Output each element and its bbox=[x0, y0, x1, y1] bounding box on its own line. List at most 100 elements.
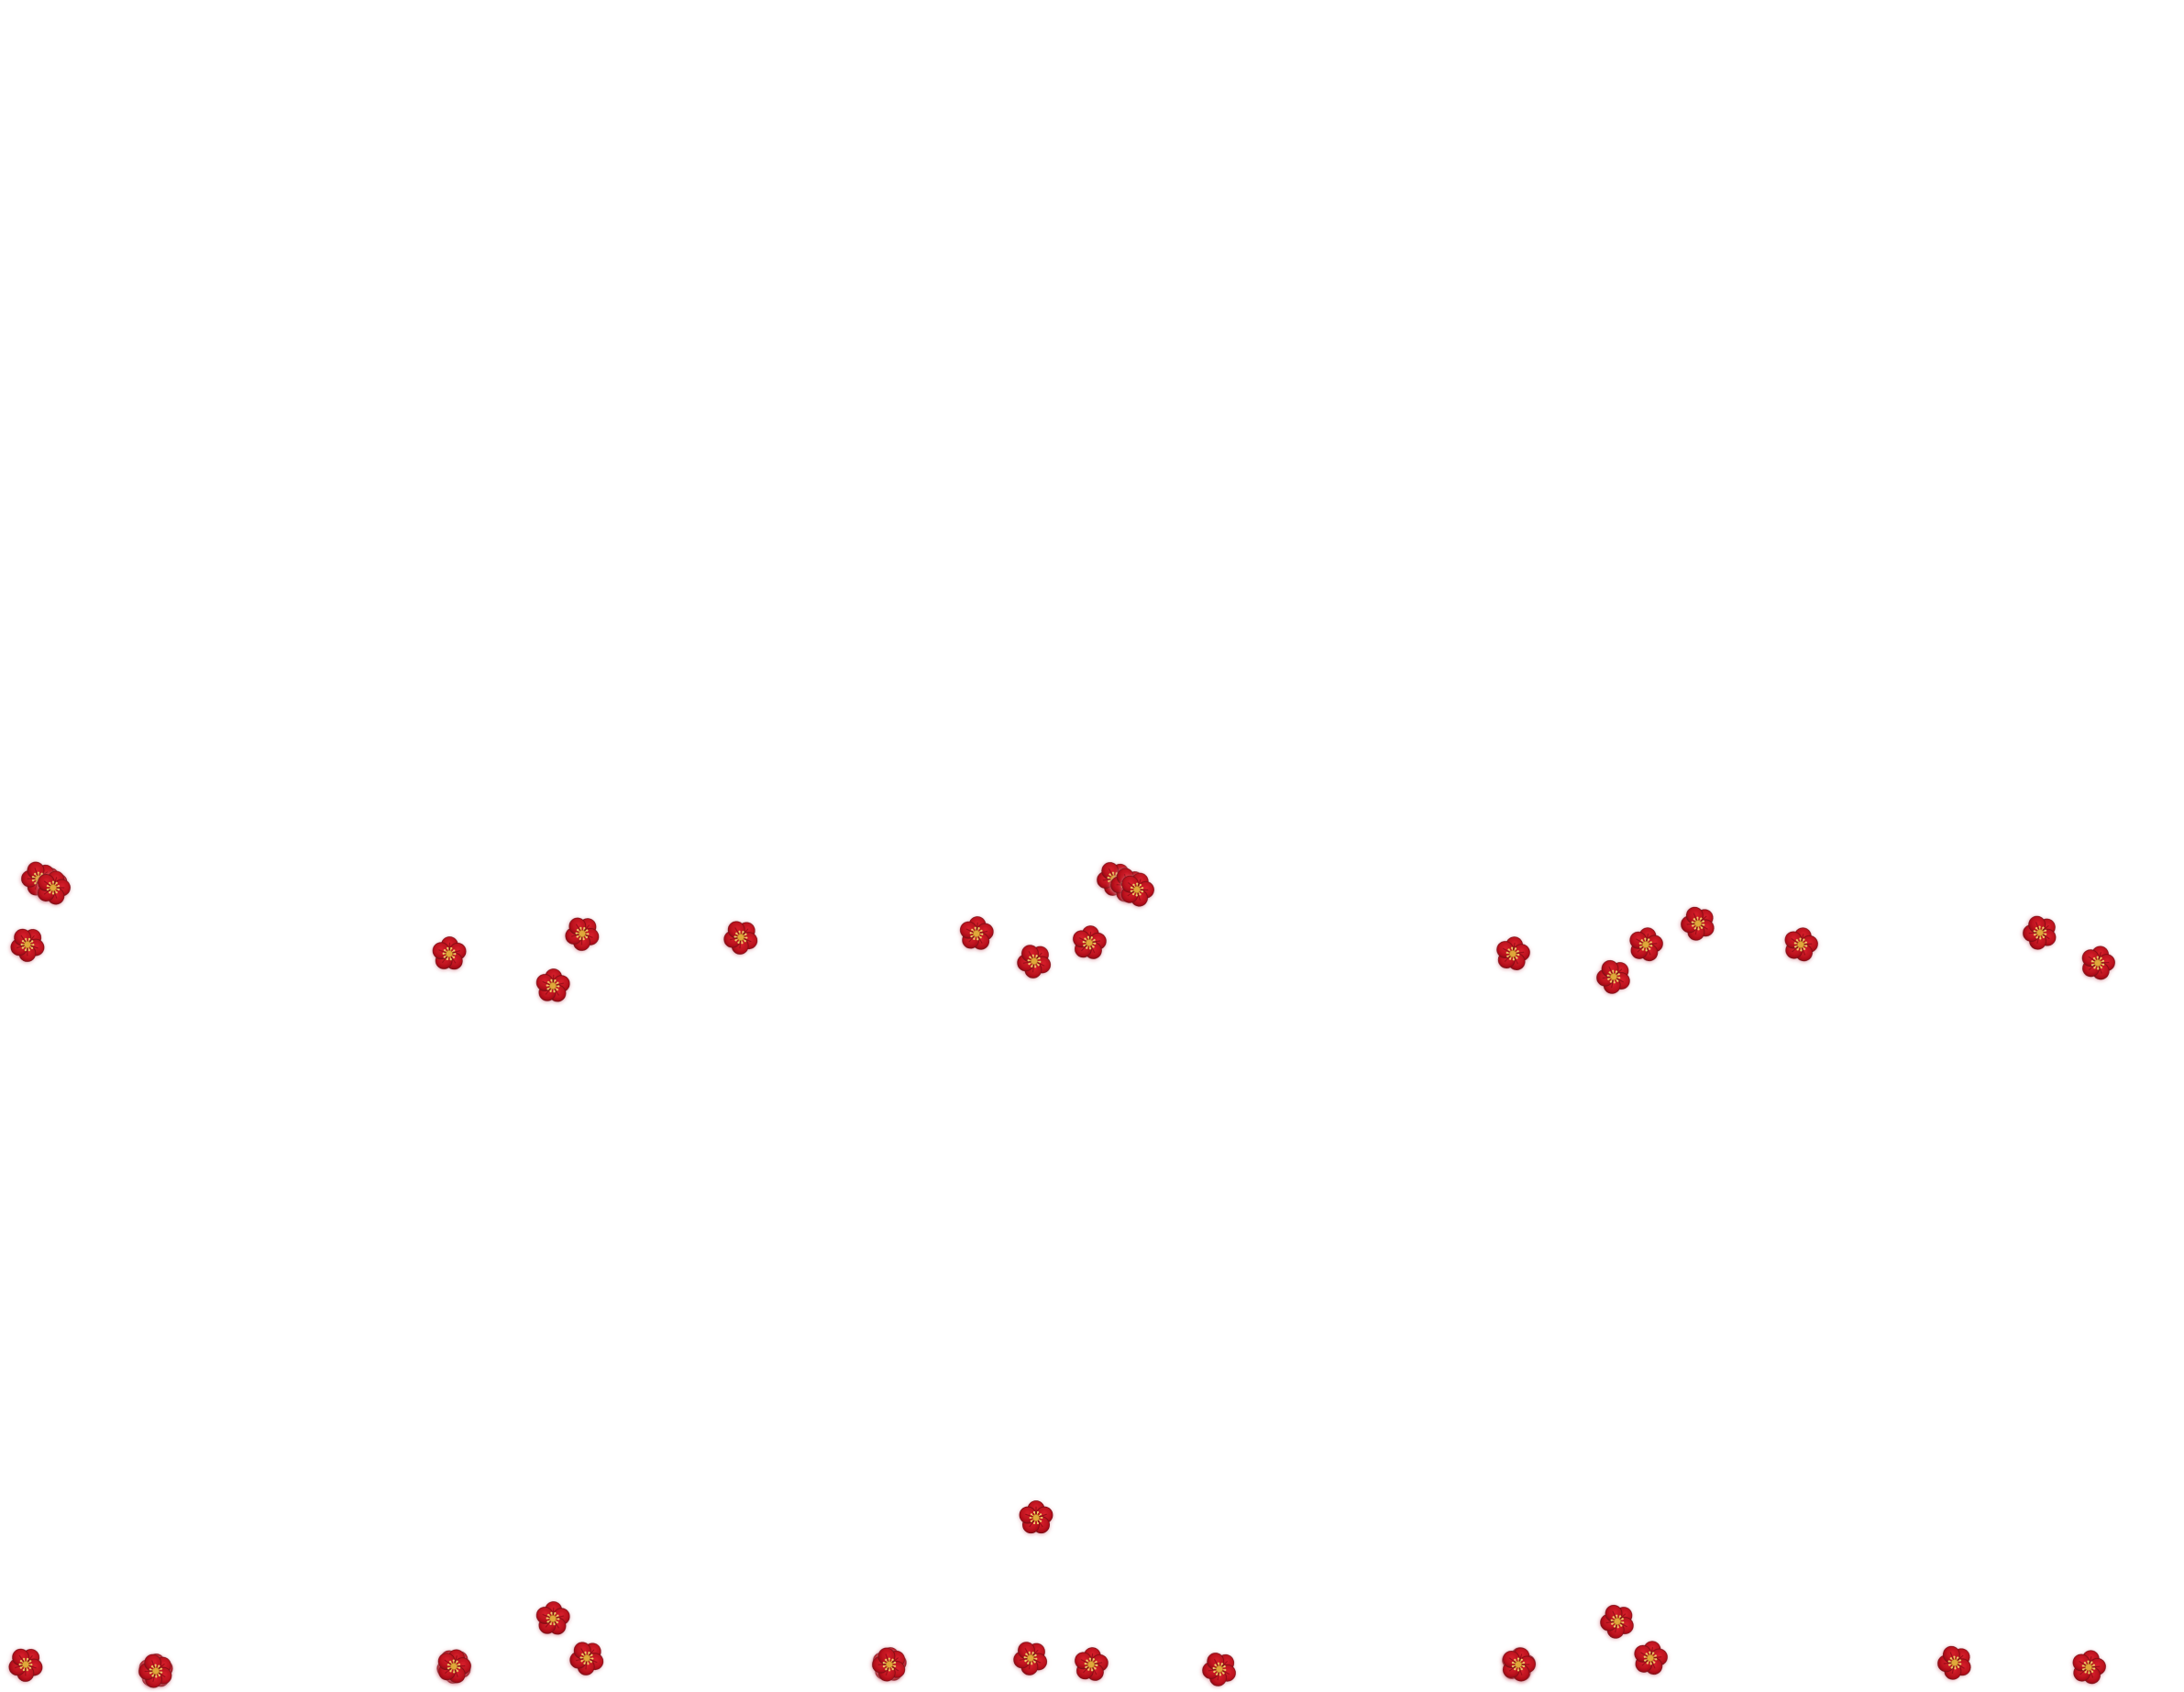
anther bbox=[1130, 886, 1133, 889]
anther bbox=[158, 1674, 161, 1676]
anther bbox=[587, 1663, 590, 1665]
blossom-center bbox=[1027, 1654, 1034, 1662]
petal-vein bbox=[1128, 882, 1135, 889]
plum-blossom-icon bbox=[1019, 1500, 1053, 1534]
blossom-center bbox=[549, 1615, 557, 1622]
anther bbox=[2033, 930, 2036, 933]
plum-blossom-icon bbox=[569, 1642, 604, 1675]
anther bbox=[1957, 1656, 1959, 1659]
blossom-center bbox=[24, 941, 31, 948]
anther bbox=[980, 929, 983, 932]
anther bbox=[2087, 1660, 2090, 1663]
plum-blossom-icon bbox=[1013, 1642, 1048, 1675]
anther bbox=[1692, 924, 1694, 927]
petal-vein bbox=[1025, 1513, 1034, 1518]
anther bbox=[549, 1622, 552, 1625]
anther bbox=[1954, 1667, 1957, 1670]
anther bbox=[1508, 957, 1512, 960]
anther bbox=[556, 988, 558, 991]
anther bbox=[1803, 947, 1806, 950]
anther bbox=[891, 1667, 894, 1671]
blossom-center bbox=[2094, 959, 2101, 967]
anther bbox=[26, 1668, 28, 1672]
anther bbox=[1693, 918, 1695, 921]
anther bbox=[149, 1668, 152, 1671]
anther bbox=[893, 1664, 897, 1667]
anther bbox=[1703, 923, 1705, 926]
blossom-center bbox=[1032, 1514, 1040, 1521]
plum-blossom-icon bbox=[1075, 1647, 1109, 1681]
plum-blossom-icon bbox=[1120, 872, 1154, 907]
anther bbox=[1620, 1624, 1623, 1627]
anther bbox=[1609, 980, 1613, 983]
petal-vein bbox=[1949, 1652, 1955, 1661]
anther bbox=[744, 940, 746, 943]
anther bbox=[1095, 1660, 1098, 1664]
plum-blossom-icon bbox=[1073, 925, 1107, 959]
anther bbox=[1108, 879, 1110, 882]
anther bbox=[1034, 966, 1037, 968]
anther bbox=[1025, 1653, 1028, 1655]
anther bbox=[590, 1661, 592, 1664]
anther bbox=[575, 932, 578, 934]
petal-vein bbox=[1693, 912, 1698, 922]
anther bbox=[2090, 1661, 2093, 1664]
anther bbox=[1639, 946, 1642, 948]
anther bbox=[1702, 920, 1704, 923]
blossom-center bbox=[737, 934, 745, 941]
plum-blossom-icon bbox=[872, 1647, 906, 1682]
petal-vein bbox=[1109, 868, 1114, 877]
anther bbox=[1083, 944, 1086, 947]
anther bbox=[1613, 981, 1616, 984]
petal-vein bbox=[43, 880, 51, 887]
anther bbox=[1649, 1651, 1651, 1653]
anther bbox=[154, 1664, 157, 1666]
blossom-layer bbox=[8, 861, 2115, 1688]
anther bbox=[587, 933, 590, 935]
petal-vein bbox=[20, 934, 27, 943]
anther bbox=[969, 932, 972, 934]
anther bbox=[1039, 960, 1042, 963]
anther bbox=[1649, 941, 1652, 944]
anther bbox=[546, 984, 548, 987]
anther bbox=[1958, 1659, 1961, 1662]
anther bbox=[882, 1662, 886, 1664]
anther bbox=[2034, 934, 2036, 936]
anther bbox=[583, 927, 586, 930]
anther bbox=[443, 949, 447, 952]
anther bbox=[28, 1666, 32, 1669]
blossom-center bbox=[1086, 939, 1093, 946]
anther bbox=[1024, 1659, 1027, 1663]
petal-vein bbox=[580, 1648, 586, 1656]
petal-vein bbox=[2035, 922, 2040, 931]
anther bbox=[579, 926, 582, 930]
anther bbox=[1618, 977, 1621, 979]
anther bbox=[550, 1611, 553, 1614]
blossom-center bbox=[50, 884, 57, 891]
anther bbox=[1616, 1626, 1619, 1629]
anther bbox=[1037, 964, 1040, 967]
anther bbox=[31, 879, 35, 882]
anther bbox=[29, 1660, 32, 1663]
anther bbox=[1654, 1654, 1657, 1657]
anther bbox=[977, 927, 980, 930]
blossom-center bbox=[152, 1667, 160, 1675]
anther bbox=[554, 1612, 557, 1615]
anther bbox=[981, 933, 984, 935]
anther bbox=[553, 1623, 556, 1626]
anther bbox=[1517, 1669, 1520, 1672]
anther bbox=[1033, 1661, 1036, 1664]
anther bbox=[458, 1666, 461, 1669]
anther bbox=[1805, 945, 1808, 947]
blossom-center bbox=[1951, 1659, 1958, 1666]
anther bbox=[1029, 956, 1031, 958]
anther bbox=[583, 1662, 586, 1664]
anther bbox=[1520, 1667, 1523, 1671]
anther bbox=[1023, 1656, 1026, 1659]
anther bbox=[158, 1664, 160, 1667]
anther bbox=[1028, 1651, 1031, 1653]
anther bbox=[1796, 948, 1799, 951]
anther bbox=[1613, 1625, 1616, 1628]
anther bbox=[21, 946, 24, 949]
anther bbox=[1644, 937, 1647, 940]
